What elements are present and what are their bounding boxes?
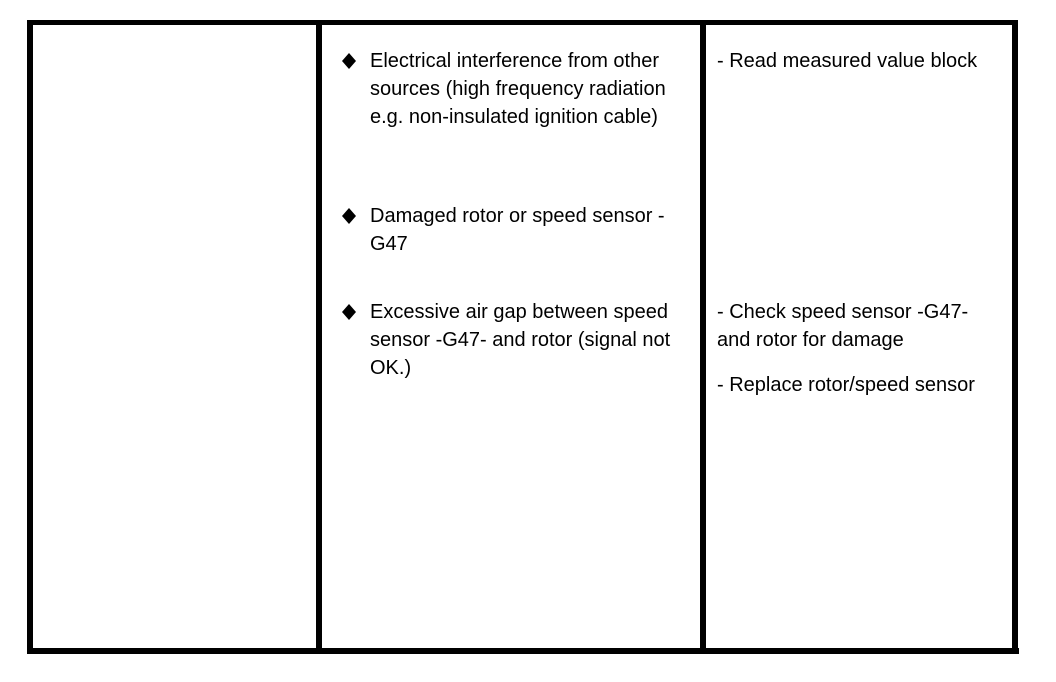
empty-cell — [33, 25, 316, 648]
fault-table: Electrical interference from other sourc… — [27, 20, 1019, 656]
remedy-text: - Check speed sensor -G47- and rotor for… — [717, 301, 969, 351]
remedy-text: - Read measured value block — [717, 50, 978, 72]
diamond-bullet-icon — [342, 208, 356, 224]
cause-text: Excessive air gap between speed sensor -… — [370, 301, 671, 379]
diamond-bullet-icon — [342, 304, 356, 320]
remedies-cell: - Read measured value block - Check spee… — [717, 47, 1012, 647]
causes-cell: Electrical interference from other sourc… — [342, 47, 692, 647]
table-left-border — [27, 20, 33, 652]
cause-text: Damaged rotor or speed sensor -G47 — [370, 205, 665, 255]
cause-text: Electrical interference from other sourc… — [370, 50, 666, 128]
table-top-border — [27, 20, 1017, 25]
column-divider-2 — [700, 20, 706, 652]
remedy-text: - Replace rotor/speed sensor — [717, 374, 975, 396]
column-divider-1 — [316, 20, 322, 652]
table-bottom-border — [27, 648, 1019, 654]
table-right-border — [1012, 20, 1018, 652]
diamond-bullet-icon — [342, 53, 356, 69]
